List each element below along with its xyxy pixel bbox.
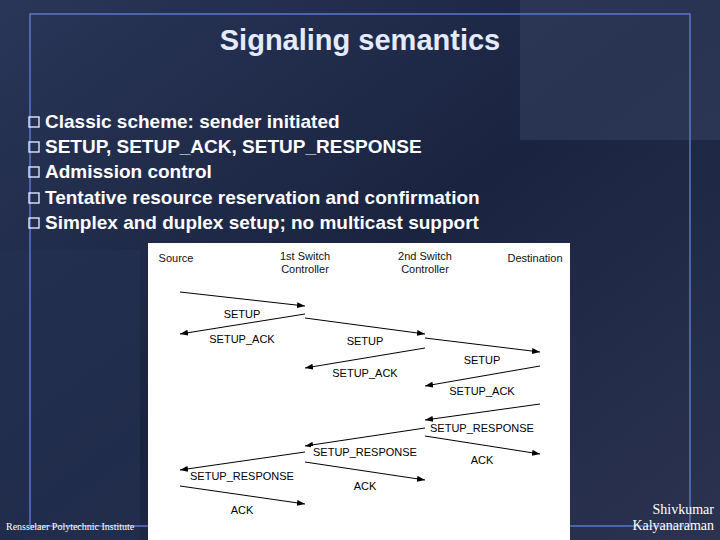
message-label: ACK xyxy=(469,454,496,466)
participant-name: Destination xyxy=(504,252,566,265)
bullet-square xyxy=(29,218,39,228)
bullet-square xyxy=(29,142,39,152)
message-arrow xyxy=(305,318,425,334)
message-label: SETUP xyxy=(222,308,263,320)
bullet-point: Admission control xyxy=(45,161,212,183)
bullet-square xyxy=(29,193,39,203)
message-label: SETUP_RESPONSE xyxy=(311,446,419,458)
bullet-point: Tentative resource reservation and confi… xyxy=(45,187,480,209)
building-shade xyxy=(0,250,140,540)
message-label: SETUP_RESPONSE xyxy=(188,470,296,482)
message-arrows xyxy=(180,292,540,504)
message-label: ACK xyxy=(352,480,379,492)
message-label: SETUP_ACK xyxy=(330,367,399,379)
participant-name: 2nd Switch Controller xyxy=(377,250,473,275)
slide-title: Signaling semantics xyxy=(220,24,500,57)
message-arrow xyxy=(425,366,540,386)
message-label: SETUP_ACK xyxy=(447,385,516,397)
bullet-square xyxy=(29,117,39,127)
participant-name: Source xyxy=(151,252,201,265)
message-label: SETUP_RESPONSE xyxy=(428,422,536,434)
message-label: SETUP xyxy=(462,354,503,366)
message-arrow xyxy=(180,486,305,504)
message-label: SETUP_ACK xyxy=(207,333,276,345)
message-arrow xyxy=(425,404,540,420)
message-arrow xyxy=(425,338,540,352)
bullet-point: Classic scheme: sender initiated xyxy=(45,111,340,133)
message-arrow xyxy=(425,436,540,454)
participant-name: 1st Switch Controller xyxy=(257,250,353,275)
message-label: ACK xyxy=(229,504,256,516)
message-arrow xyxy=(180,292,305,306)
message-arrow xyxy=(305,428,425,446)
message-label: SETUP xyxy=(345,335,386,347)
message-arrow xyxy=(180,452,305,470)
message-arrow xyxy=(305,348,425,368)
bullet-squares xyxy=(29,117,39,228)
message-arrow xyxy=(305,462,425,480)
bullet-point: Simplex and duplex setup; no multicast s… xyxy=(45,212,479,234)
institution-name: Rensselaer Polytechnic Institute xyxy=(6,521,144,532)
author-name: Shivkumar Kalyanaraman xyxy=(574,502,714,534)
bullet-point: SETUP, SETUP_ACK, SETUP_RESPONSE xyxy=(45,136,422,158)
bullet-square xyxy=(29,167,39,177)
diagram-panel xyxy=(148,243,570,540)
